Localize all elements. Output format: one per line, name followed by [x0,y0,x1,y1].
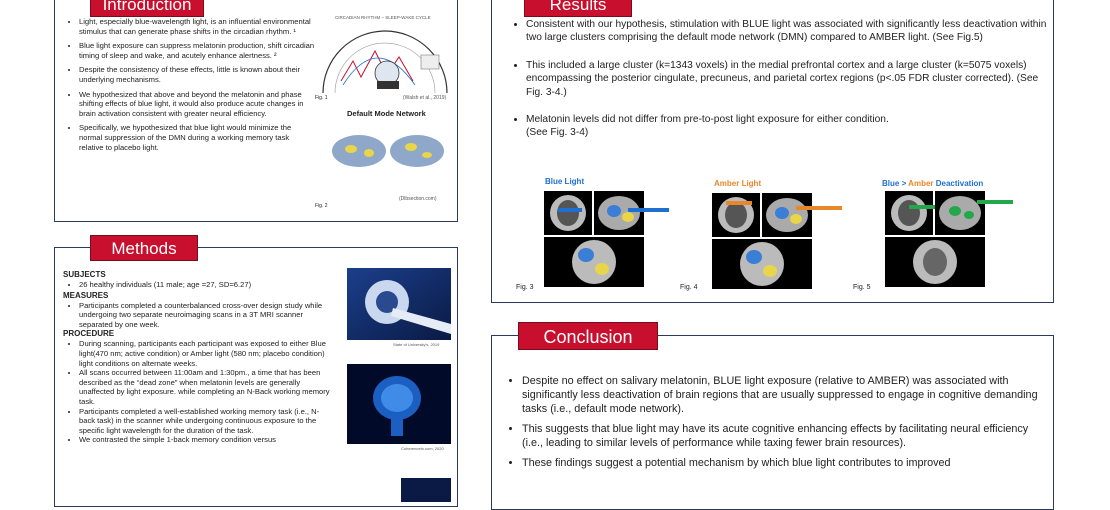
list-item: Consistent with our hypothesis, stimulat… [526,18,1056,45]
fig3-label: Fig. 3 [516,284,534,291]
fig4-title: Amber Light [714,179,762,188]
methods-panel: Methods SUBJECTS 26 healthy individuals … [54,235,458,507]
procedure-heading: PROCEDURE [63,329,115,339]
conclusion-panel: Conclusion Despite no effect on salivary… [491,322,1054,510]
introduction-header: Introduction [90,0,204,17]
fig5-title-rest: Deactivation [933,179,984,188]
list-item: Light, especially blue-wavelength light,… [79,17,315,36]
fig3-brain-scans [544,191,669,287]
fig1-label: Fig. 1 [315,95,328,101]
methods-header: Methods [90,235,198,261]
measures-heading: MEASURES [63,290,109,300]
mri-scanner-image [347,268,451,340]
results-bullets: Consistent with our hypothesis, stimulat… [510,18,1056,145]
list-item: Despite the consistency of these effects… [79,65,315,84]
methods-body: SUBJECTS 26 healthy individuals (11 male… [63,270,335,445]
conclusion-bullets: Despite no effect on salivary melatonin,… [506,374,1052,475]
list-item: Despite no effect on salivary melatonin,… [522,374,1052,416]
list-item: We hypothesized that above and beyond th… [79,90,315,119]
fig1-title: CIRCADIAN RHYTHM – SLEEP-WAKE CYCLE [335,15,431,20]
fig4-brain-scans [712,193,842,289]
fig5-title-amber: Amber [908,179,934,188]
list-item: Melatonin levels did not differ from pre… [526,113,1056,140]
list-item: Specifically, we hypothesized that blue … [79,123,315,152]
fig5-title-sep: > [899,179,909,188]
fig5-brain-scans [885,191,1013,287]
results-header: Results [524,0,632,17]
conclusion-header: Conclusion [518,322,658,350]
blue-brain-image [347,364,451,444]
fig4-label: Fig. 4 [680,284,698,291]
list-item: 26 healthy individuals (11 male; age =27… [79,280,335,290]
list-item: These findings suggest a potential mecha… [522,456,1052,470]
fig1-credit: (Walsh et al., 2019) [403,95,447,101]
fig3-title: Blue Light [545,177,585,186]
third-image-partial [401,478,451,502]
results-panel: Results Consistent with our hypothesis, … [491,0,1054,303]
list-item: All scans occurred between 11:00am and 1… [79,368,335,406]
fig2-credit: (Dlbsection.com) [399,196,437,202]
introduction-bullets: Light, especially blue-wavelength light,… [63,17,315,157]
list-item: This included a large cluster (k=1343 vo… [526,59,1056,99]
list-item: Participants completed a counterbalanced… [79,301,335,330]
fig5-title: Blue > Amber Deactivation [882,179,983,188]
fig5-title-blue: Blue [882,179,900,188]
image2-credit: Coherenceto.com, 2020 [401,446,444,451]
circadian-rhythm-diagram [322,30,448,94]
fig2-label: Fig. 2 [315,203,328,209]
list-item: Blue light exposure can suppress melaton… [79,41,315,60]
introduction-panel: Introduction Light, especially blue-wave… [54,0,458,222]
fig2-title: Default Mode Network [347,109,426,118]
image1-credit: State of University's, 2019 [393,342,440,347]
default-mode-network-brains [332,135,444,167]
list-item: Participants completed a well-establishe… [79,407,335,436]
list-item: We contrasted the simple 1-back memory c… [79,435,335,445]
subjects-heading: SUBJECTS [63,270,106,279]
fig5-label: Fig. 5 [853,284,871,291]
list-item: This suggests that blue light may have i… [522,422,1052,450]
list-item: During scanning, participants each parti… [79,339,335,368]
